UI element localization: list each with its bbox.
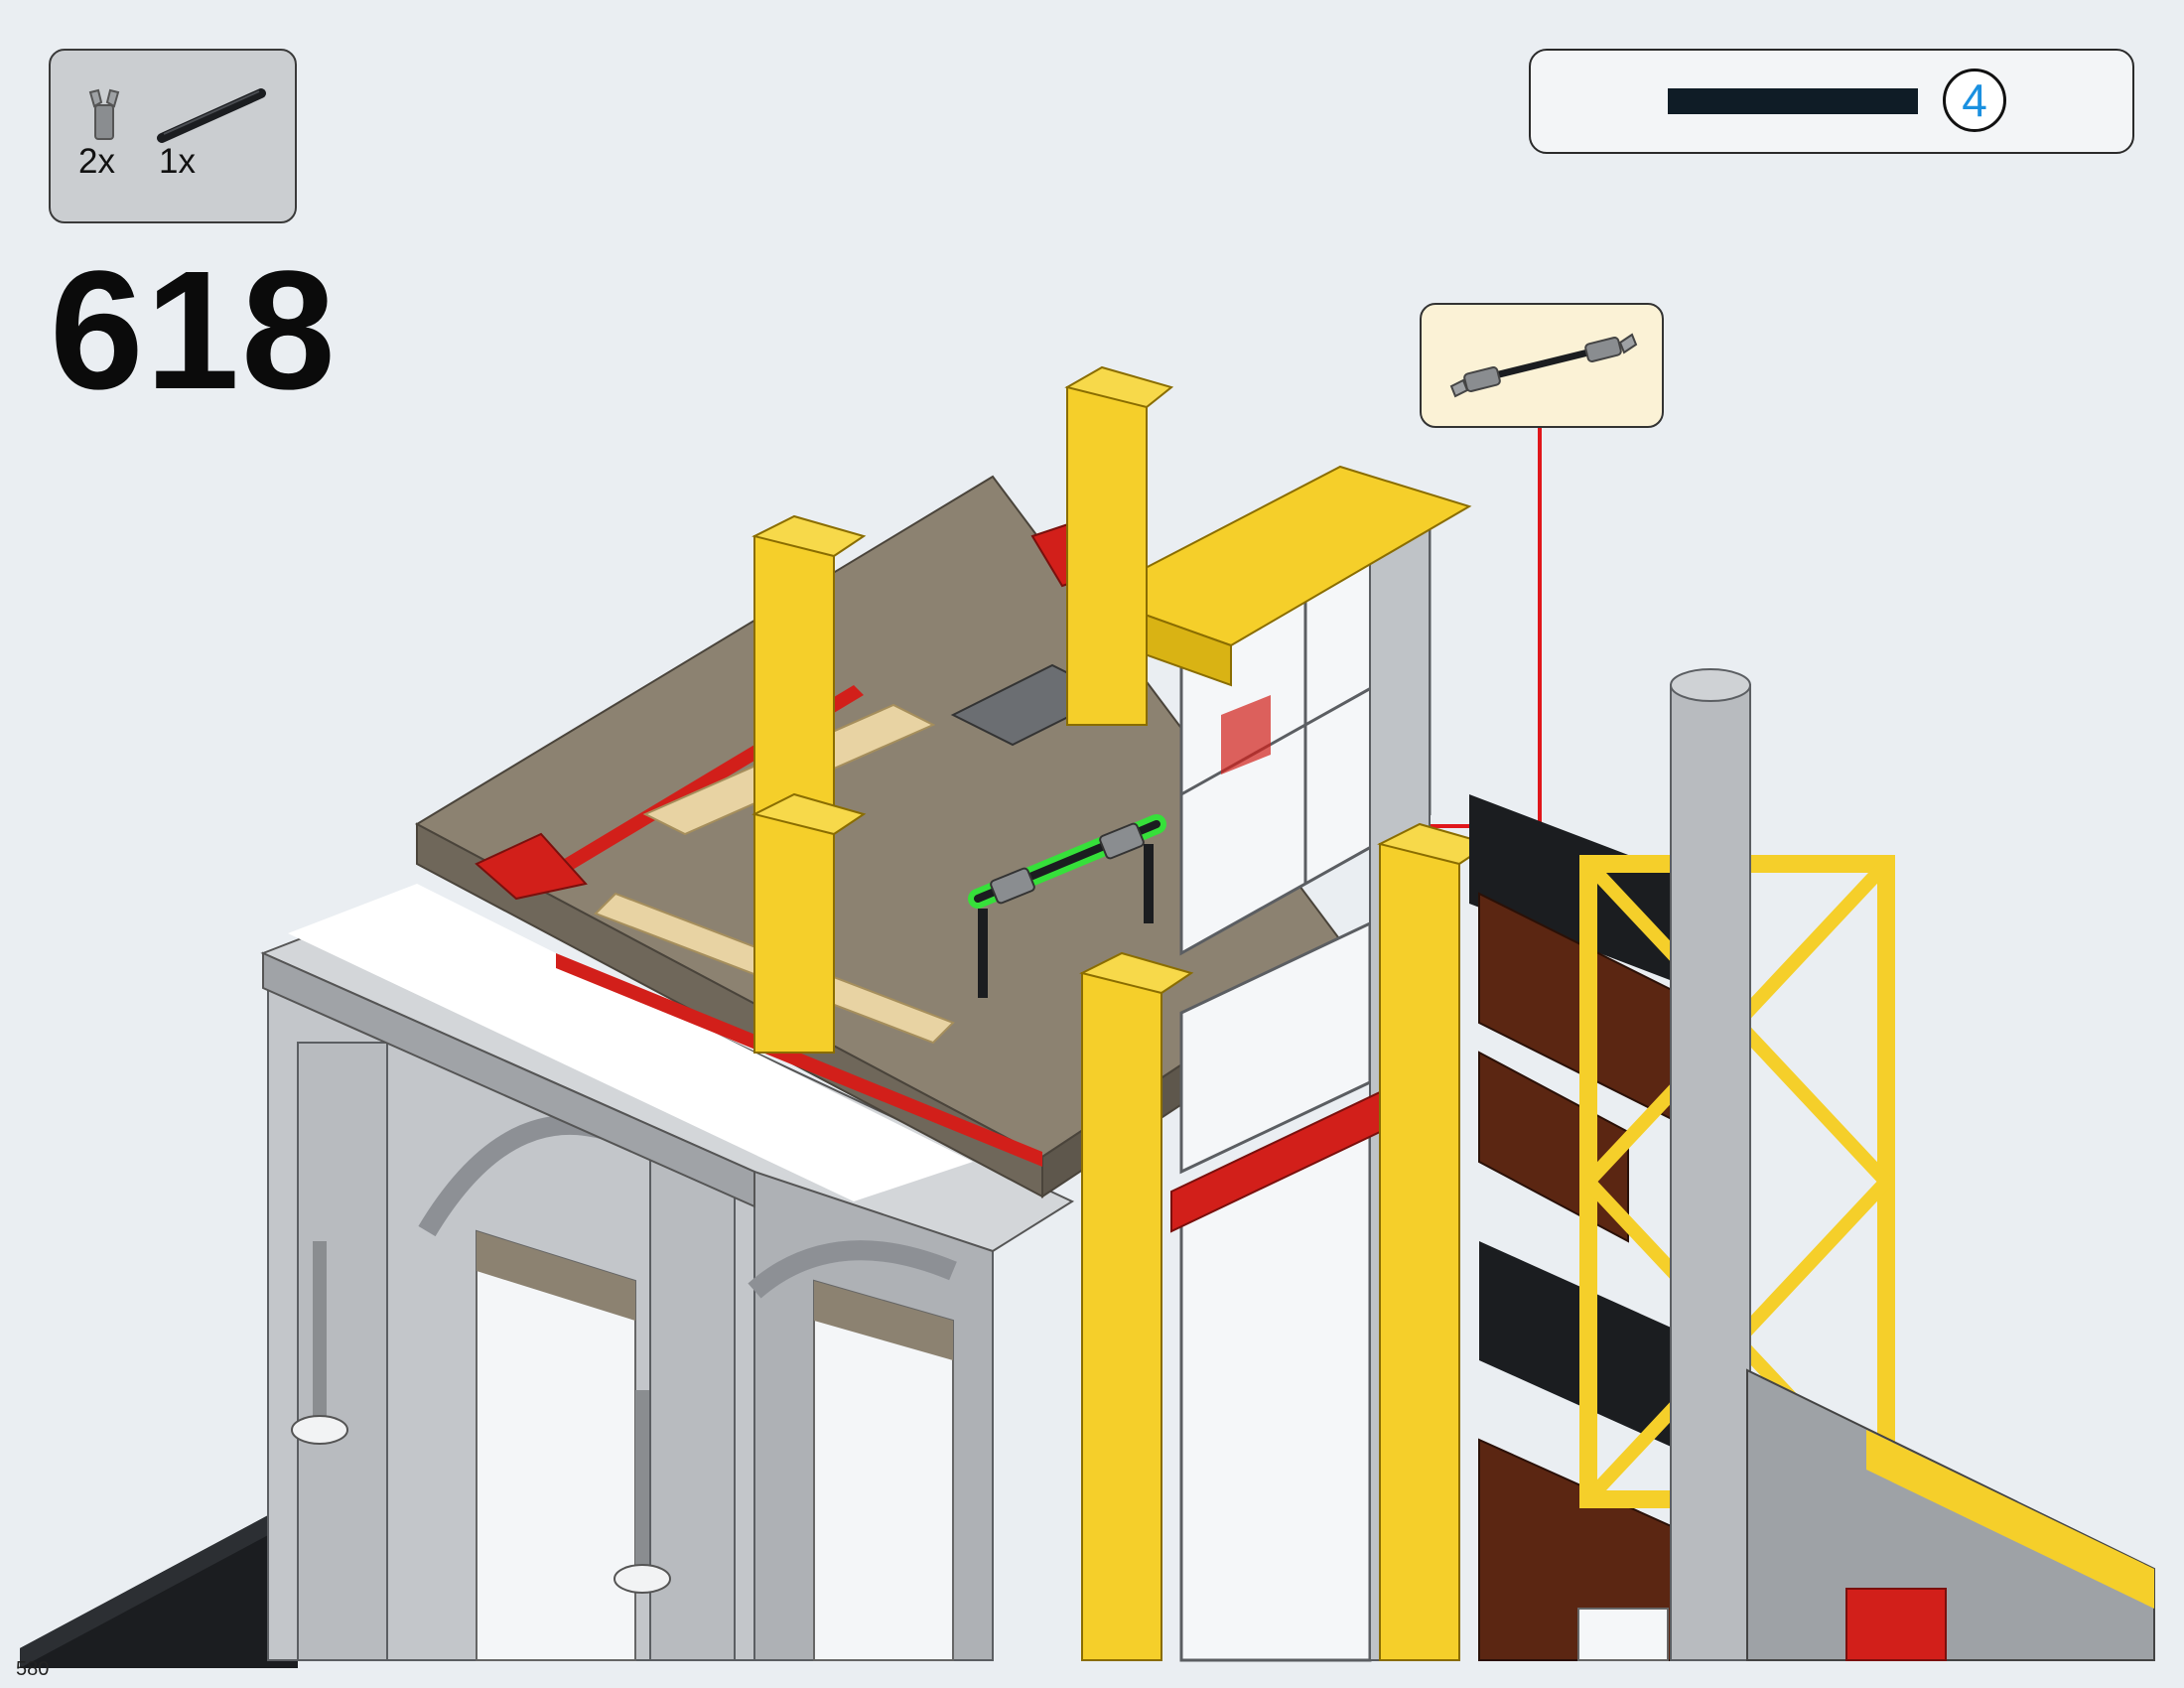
clip-piece-icon [88, 88, 120, 140]
gray-round-pole [1670, 668, 1751, 1661]
submodel-bar-icon [1668, 88, 1918, 114]
parts-list-box: 2x 1x [49, 49, 297, 223]
roof-ledge [260, 884, 1075, 1253]
bar-piece-icon [157, 88, 266, 143]
parts-list-graphics [88, 88, 266, 143]
base-plate-right [1746, 1368, 2155, 1661]
street-lamp-left [291, 1241, 671, 1594]
part-quantity-clip: 2x [78, 142, 115, 181]
white-picket-fence [1577, 1608, 1669, 1661]
yellow-pillars [751, 365, 1492, 1661]
submodel-quantity-box: 4 [1529, 49, 2134, 154]
submodel-quantity-badge: 4 [1943, 69, 2006, 132]
fence-left [20, 1499, 298, 1668]
part-quantity-bar: 1x [159, 142, 196, 181]
callout-box [1420, 303, 1664, 428]
highlighted-new-part [968, 814, 1166, 998]
balcony-railings [1469, 794, 1678, 1450]
page-number: 580 [16, 1658, 50, 1680]
step-number: 618 [50, 236, 338, 425]
bar-with-clips-assembly-icon [1449, 333, 1638, 398]
